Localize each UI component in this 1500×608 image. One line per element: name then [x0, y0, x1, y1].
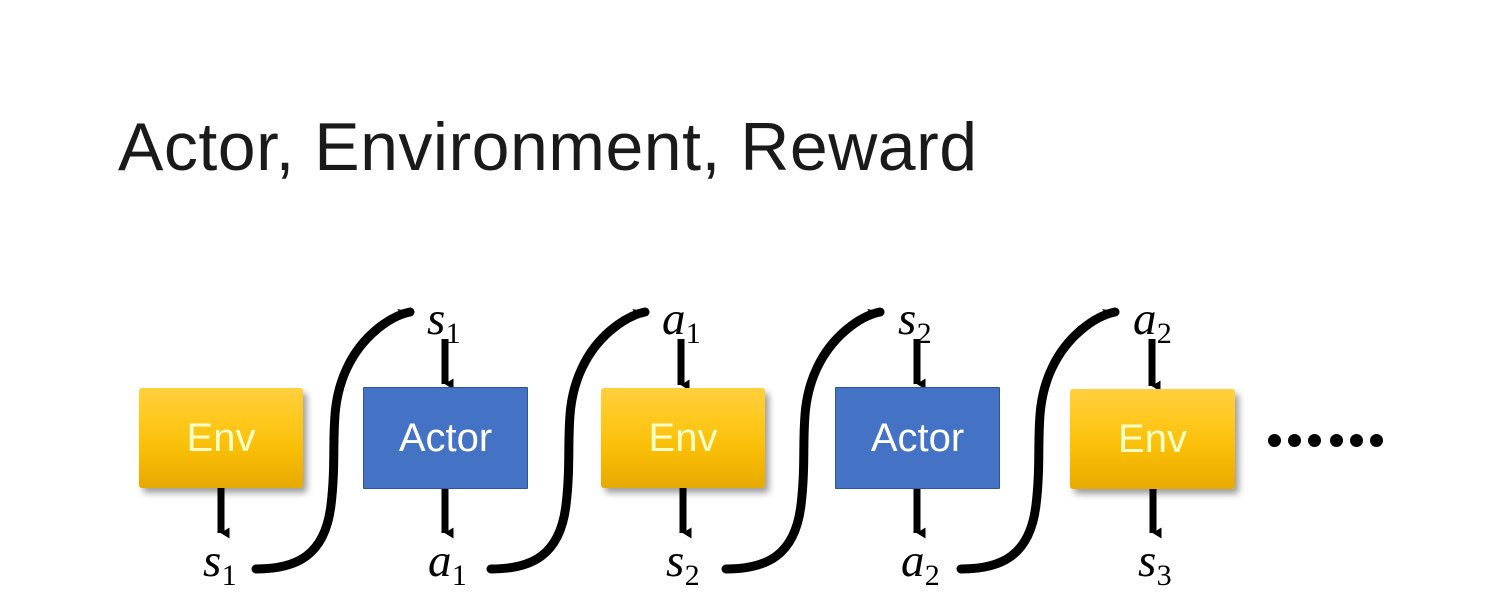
node-env-2[interactable]: Env	[601, 388, 765, 488]
subscript: 2	[1156, 316, 1172, 351]
curve-s2-to-actor-input	[721, 307, 885, 574]
symbol: s	[427, 293, 446, 345]
node-label: Actor	[398, 416, 493, 460]
node-label: Env	[186, 416, 256, 460]
subscript: 1	[451, 558, 467, 593]
node-label: Env	[1118, 417, 1187, 461]
symbol: s	[666, 535, 685, 587]
symbol: s	[203, 535, 222, 587]
arrow-group-down-into-box	[441, 339, 1161, 392]
symbol: s	[1138, 535, 1157, 587]
subscript: 1	[685, 316, 701, 351]
label-bottom-s1: s1	[203, 535, 237, 591]
subscript: 1	[445, 316, 461, 351]
subscript: 1	[221, 558, 237, 593]
ellipsis-dot	[1288, 434, 1301, 447]
label-bottom-a1: a1	[428, 535, 467, 591]
subscript: 2	[916, 316, 932, 351]
page-title: Actor, Environment, Reward	[118, 109, 978, 185]
ellipsis-continuation-icon	[1268, 434, 1383, 447]
ellipsis-dot	[1308, 434, 1321, 447]
subscript: 2	[684, 558, 700, 593]
node-env-1[interactable]: Env	[139, 388, 303, 488]
ellipsis-dot-group	[1268, 434, 1321, 447]
symbol: a	[662, 293, 686, 345]
label-top-s1: s1	[427, 293, 461, 349]
node-actor-1[interactable]: Actor	[363, 387, 528, 489]
label-bottom-a2: a2	[901, 535, 940, 591]
node-actor-2[interactable]: Actor	[835, 387, 1000, 489]
curve-a2-to-env-input	[956, 307, 1120, 574]
symbol: a	[1133, 293, 1157, 345]
ellipsis-dot-group	[1330, 434, 1383, 447]
label-bottom-s3: s3	[1138, 535, 1172, 591]
symbol: a	[428, 535, 452, 587]
ellipsis-dot	[1350, 434, 1363, 447]
symbol: a	[901, 535, 925, 587]
label-bottom-s2: s2	[666, 535, 700, 591]
label-top-a2: a2	[1133, 293, 1172, 349]
node-label: Env	[648, 416, 718, 460]
subscript: 2	[924, 558, 940, 593]
curved-connector-group	[251, 307, 1120, 574]
label-top-a1: a1	[662, 293, 701, 349]
ellipsis-dot	[1268, 434, 1281, 447]
symbol: s	[898, 293, 917, 345]
ellipsis-dot	[1370, 434, 1383, 447]
node-env-3[interactable]: Env	[1070, 389, 1235, 489]
ellipsis-dot	[1330, 434, 1343, 447]
curve-s1-to-actor-input	[251, 307, 415, 574]
curve-a1-to-env-input	[486, 307, 650, 574]
subscript: 3	[1156, 558, 1172, 593]
node-label: Actor	[870, 416, 965, 460]
arrow-group-down-out-of-box	[217, 488, 1162, 539]
label-top-s2: s2	[898, 293, 932, 349]
